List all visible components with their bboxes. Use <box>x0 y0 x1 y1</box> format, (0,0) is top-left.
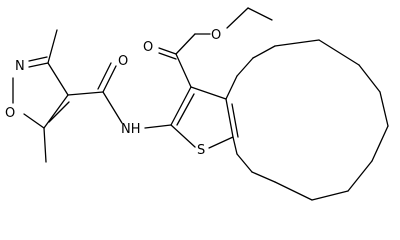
bond <box>176 93 195 126</box>
bond <box>225 98 234 138</box>
amide-linker <box>67 62 172 129</box>
bond <box>379 91 389 127</box>
bond <box>28 56 48 62</box>
bond <box>48 101 70 123</box>
cyclododecane-ring <box>225 39 389 201</box>
bond <box>231 103 239 138</box>
bond <box>347 160 373 192</box>
bond <box>274 181 313 201</box>
thiophene-sulfur-label: S <box>197 143 205 158</box>
bond <box>158 47 177 55</box>
bond <box>358 64 381 93</box>
bond <box>225 75 238 100</box>
bond <box>47 62 69 96</box>
bond <box>43 127 47 163</box>
bond <box>208 136 234 149</box>
isoxazole-ring <box>12 29 70 163</box>
thiophene-ring <box>170 86 239 149</box>
bond <box>170 124 196 148</box>
bond <box>251 171 276 183</box>
bond <box>47 29 58 64</box>
molecule-structure: O O N O O NH S <box>5 7 389 201</box>
bond <box>43 94 69 129</box>
amide-oxygen-label: O <box>118 54 128 69</box>
isoxazole-oxygen-label: O <box>5 106 15 121</box>
bond <box>252 45 276 59</box>
bond <box>102 65 117 93</box>
amide-nh-label: NH <box>121 122 141 137</box>
ethyl-ester-group <box>158 7 273 88</box>
bond <box>247 7 273 21</box>
isoxazole-nitrogen-label: N <box>15 59 25 74</box>
bond <box>232 136 238 155</box>
bond <box>28 62 49 68</box>
ester-carbonyl-oxygen-label: O <box>143 40 153 55</box>
bond <box>236 57 254 77</box>
bond <box>190 86 227 100</box>
bond <box>236 153 253 173</box>
bond <box>170 86 192 126</box>
bond <box>102 91 123 124</box>
bond <box>226 7 249 29</box>
bond <box>274 39 320 47</box>
bond <box>23 113 45 129</box>
bond <box>175 53 192 88</box>
bond <box>97 62 112 90</box>
structure-canvas: O O N O O NH S <box>5 7 389 201</box>
ester-oxygen-label: O <box>211 28 221 43</box>
bond <box>144 124 172 129</box>
bond <box>311 190 349 201</box>
bond <box>318 39 360 66</box>
bond <box>371 125 389 162</box>
bond <box>67 91 104 96</box>
bond <box>158 52 177 60</box>
bond <box>175 33 196 55</box>
